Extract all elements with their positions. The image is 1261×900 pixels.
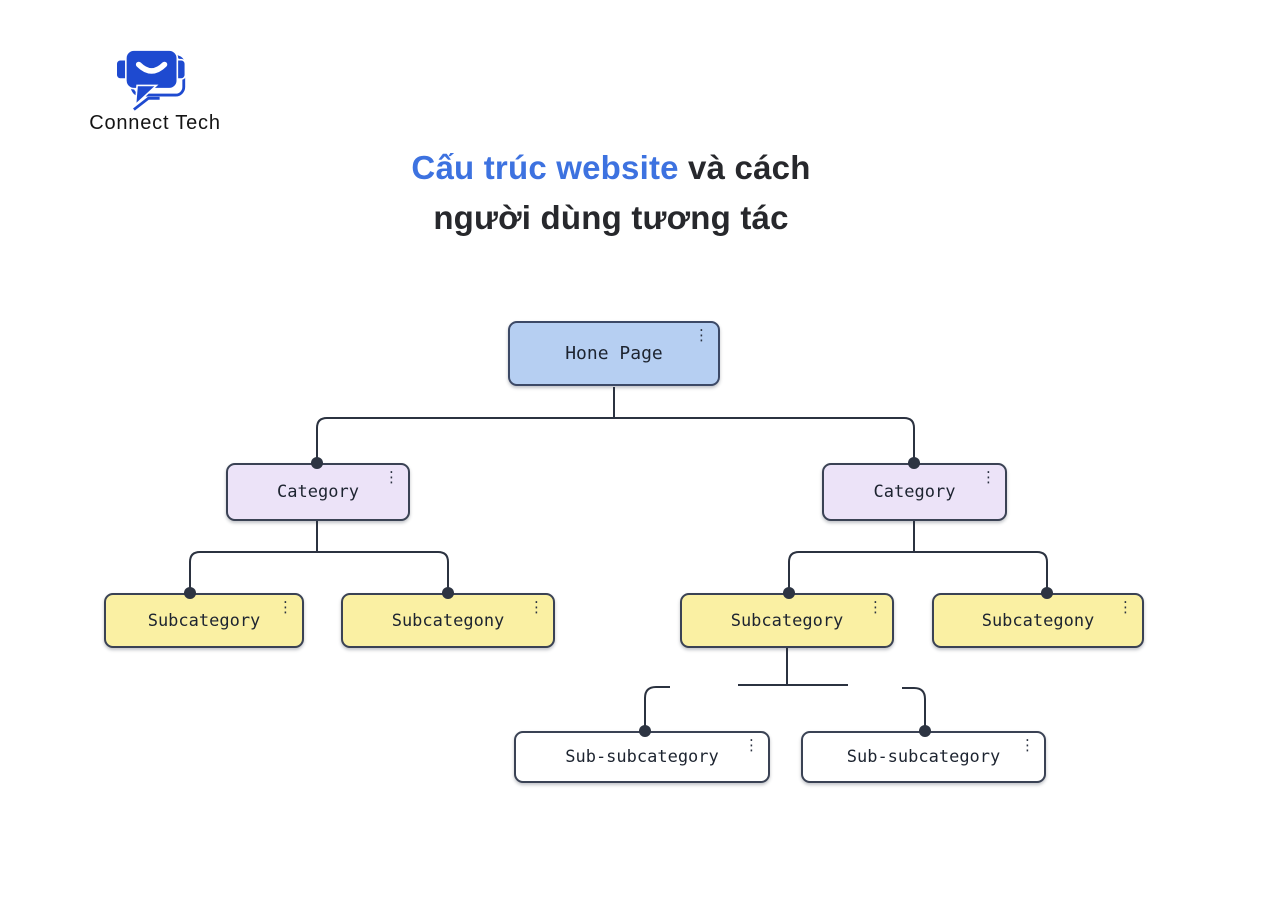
node-category-right[interactable]: Category ⋮ — [822, 463, 1007, 521]
title-rest: và cách — [678, 149, 811, 186]
node-label: Subcategony — [391, 610, 505, 631]
connect-tech-logo-icon — [108, 42, 200, 116]
node-category-left[interactable]: Category ⋮ — [226, 463, 410, 521]
node-subcategory-1[interactable]: Subcategory ⋮ — [104, 593, 304, 648]
kebab-menu-icon[interactable]: ⋮ — [1020, 736, 1035, 754]
kebab-menu-icon[interactable]: ⋮ — [384, 468, 399, 486]
node-label: Sub-subcategory — [565, 747, 719, 767]
kebab-menu-icon[interactable]: ⋮ — [1118, 598, 1133, 616]
node-subcategory-2[interactable]: Subcategony ⋮ — [341, 593, 555, 648]
node-label: Category — [277, 482, 359, 502]
node-label: Subcategory — [730, 610, 844, 631]
title-line2: người dùng tương tác — [433, 199, 789, 236]
kebab-menu-icon[interactable]: ⋮ — [529, 598, 544, 616]
node-sub-subcategory-right[interactable]: Sub-subcategory ⋮ — [801, 731, 1046, 783]
node-subcategory-3[interactable]: Subcategory ⋮ — [680, 593, 894, 648]
kebab-menu-icon[interactable]: ⋮ — [278, 598, 293, 616]
kebab-menu-icon[interactable]: ⋮ — [868, 598, 883, 616]
kebab-menu-icon[interactable]: ⋮ — [694, 326, 709, 344]
kebab-menu-icon[interactable]: ⋮ — [744, 736, 759, 754]
node-label: Subcategony — [981, 610, 1095, 631]
brand-name: Connect Tech — [89, 112, 221, 134]
node-label: Subcategory — [147, 610, 261, 631]
node-sub-subcategory-left[interactable]: Sub-subcategory ⋮ — [514, 731, 770, 783]
node-home-page[interactable]: Hone Page ⋮ — [508, 321, 720, 386]
kebab-menu-icon[interactable]: ⋮ — [981, 468, 996, 486]
node-label: Category — [873, 482, 956, 502]
node-label: Sub-subcategory — [846, 747, 1001, 767]
title-highlight: Cấu trúc website — [411, 149, 679, 186]
node-subcategory-4[interactable]: Subcategony ⋮ — [932, 593, 1144, 648]
node-label: Hone Page — [565, 343, 663, 364]
page-title: Cấu trúc website và cách người dùng tương… — [261, 143, 961, 243]
